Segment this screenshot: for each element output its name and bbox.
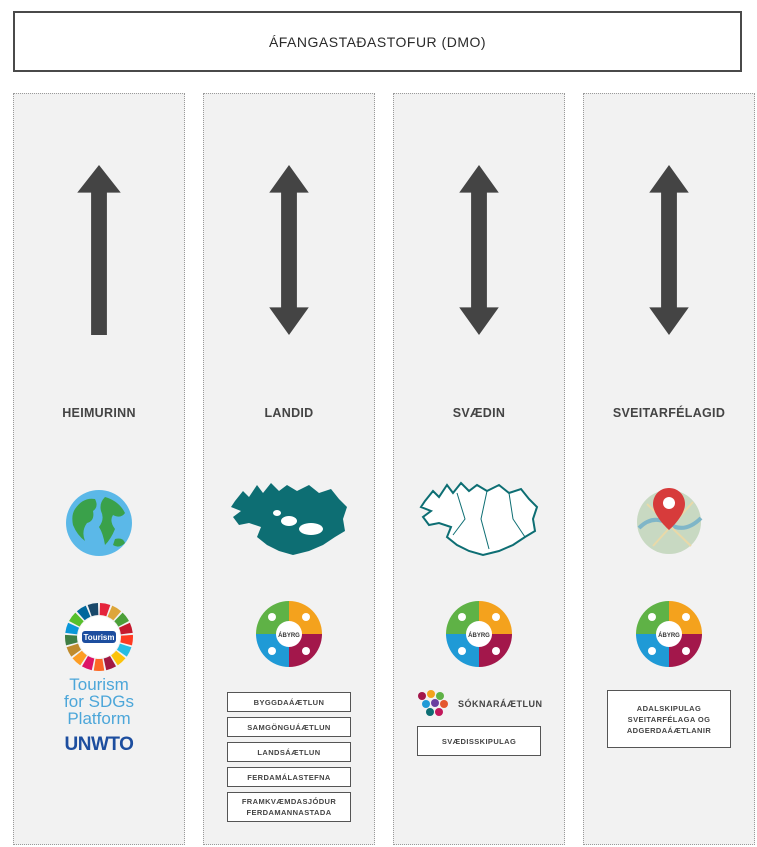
abyrg-wheel-icon: ÁBYRG (446, 601, 512, 667)
sdg-line-1: Tourism (69, 675, 129, 694)
plan-box: SAMGÖNGUÁÆTLUN (227, 717, 351, 737)
double-arrow-icon (649, 165, 689, 335)
dmo-header: ÁFANGASTAÐASTOFUR (DMO) (13, 11, 742, 72)
sdg-ring-segment (107, 605, 122, 621)
wheel-label: ÁBYRG (468, 632, 490, 639)
column-title: SVEITARFÉLAGID (612, 406, 726, 420)
sveitarfelagid-plan-list: ADALSKIPULAG SVEITARFÉLAGA OG ADGERDAÁÆT… (584, 690, 754, 748)
wheel-label: ÁBYRG (278, 632, 300, 639)
abyrg-wheel-icon: ÁBYRG (256, 601, 322, 667)
plan-box: BYGGDAÁÆTLUN (227, 692, 351, 712)
unwto-logo: UNWTO (64, 734, 134, 755)
sdg-ring-segment (87, 603, 99, 617)
column-landid: LANDID ÁBYRG BYGGDAÁÆTLUN SAMGÖNGUÁÆTLUN… (203, 93, 375, 845)
sdg-ring-segment (103, 656, 117, 671)
plan-box: FRAMKVÆMDASJÓDUR FERDAMANNASTADA (227, 792, 351, 822)
sdg-ring-segment (99, 603, 111, 617)
sdg-ring-segment (81, 656, 95, 671)
svaedin-plan-list: SVÆDISSKIPULAG (394, 726, 564, 756)
iceland-regions-map-icon (419, 481, 539, 557)
sdg-ring-segment (66, 643, 82, 657)
landid-plan-list: BYGGDAÁÆTLUN SAMGÖNGUÁÆTLUN LANDSÁÆTLUN … (204, 692, 374, 822)
sdg-line-2: for SDGs (64, 692, 134, 711)
globe-icon (66, 490, 132, 556)
dmo-title: ÁFANGASTAÐASTOFUR (DMO) (268, 33, 487, 50)
sdg-line-3: Platform (67, 709, 131, 728)
iceland-map-icon (231, 483, 347, 555)
plan-box: SVÆDISSKIPULAG (417, 726, 541, 756)
abyrg-wheel-icon: ÁBYRG (636, 601, 702, 667)
sdg-ring-segment (65, 634, 78, 646)
plan-box: LANDSÁÆTLUN (227, 742, 351, 762)
column-title: LANDID (264, 406, 314, 420)
column-title: SVÆDIN (452, 406, 506, 420)
column-svaedin: SVÆDIN ÁBYRG SÓKNARÁÆTLUN SVÆDISSKIPULAG (393, 93, 565, 845)
sdg-ring-segment (118, 622, 133, 635)
sdg-ring-segment (72, 650, 87, 666)
sdg-ring-segment (111, 650, 126, 666)
double-arrow-icon (459, 165, 499, 335)
soknaraaetlun-logo: SÓKNARÁÆTLUN (416, 690, 543, 718)
column-title: HEIMURINN (62, 406, 136, 420)
sdg-ring-segment (69, 612, 84, 627)
sdg-ring-segment (116, 643, 132, 657)
sdg-badge-label: Tourism (84, 633, 115, 642)
sdg-ring-segment (76, 605, 91, 621)
wheel-label: ÁBYRG (658, 632, 680, 639)
sdg-ring-segment (65, 622, 80, 635)
sdg-ring-segment (114, 612, 129, 627)
plan-box: ADALSKIPULAG SVEITARFÉLAGA OG ADGERDAÁÆT… (607, 690, 731, 748)
double-arrow-icon (269, 165, 309, 335)
sdg-wheel-icon: Tourism (65, 603, 133, 671)
map-pin-icon (637, 488, 703, 554)
soknaraaetlun-label: SÓKNARÁÆTLUN (458, 699, 543, 709)
hexagon-cluster-icon (418, 690, 448, 716)
sdg-ring-segment (120, 634, 133, 646)
column-sveitarfelagid: SVEITARFÉLAGID ÁBYRG ADALSKIPULAG SVEITA… (583, 93, 755, 845)
sdg-ring-segment (93, 658, 105, 671)
column-heimurinn: HEIMURINN Tourism Tourism for SDGs Platf… (13, 93, 185, 845)
plan-box: FERDAMÁLASTEFNA (227, 767, 351, 787)
up-arrow-icon (77, 165, 121, 335)
